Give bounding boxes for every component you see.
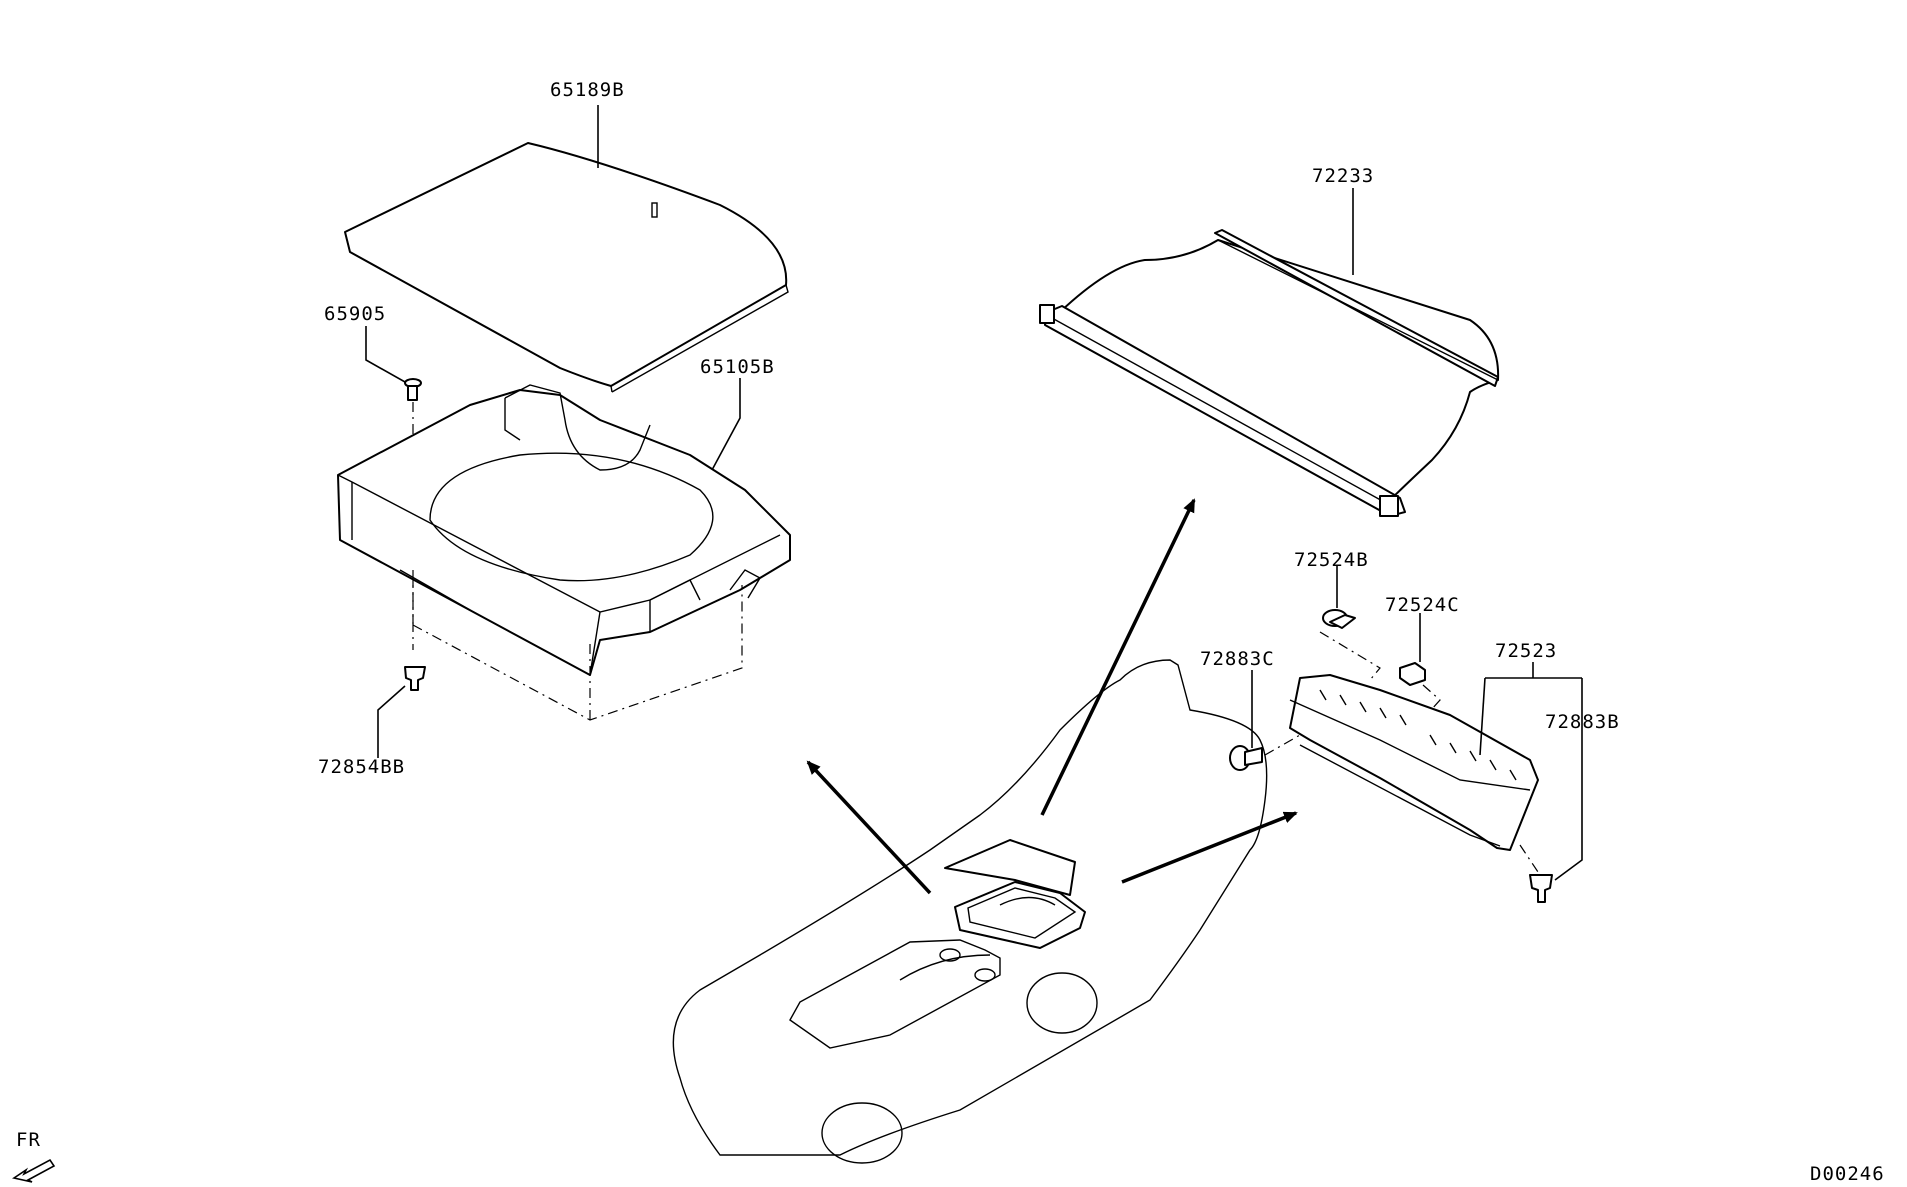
luggage-box[interactable]	[337, 384, 791, 676]
clip-65905[interactable]	[404, 378, 422, 401]
part-label-65905: 65905	[324, 303, 386, 325]
part-label-65189b: 65189B	[550, 79, 625, 101]
vehicle-outline	[672, 659, 1268, 1164]
front-direction-label: FR	[16, 1129, 41, 1151]
part-label-72524b: 72524B	[1294, 549, 1369, 571]
part-label-72524c: 72524C	[1385, 594, 1460, 616]
rear-scuff-plate[interactable]	[1289, 674, 1539, 851]
screw-72524b[interactable]	[1322, 609, 1356, 629]
part-label-72883c: 72883C	[1200, 648, 1275, 670]
scuff-plate-ribs	[1319, 689, 1517, 781]
front-direction-indicator: FR	[11, 1129, 56, 1183]
part-label-72233: 72233	[1312, 165, 1374, 187]
tonneau-cover[interactable]	[1039, 229, 1500, 517]
part-label-72883b: 72883B	[1545, 711, 1620, 733]
front-arrow-icon	[11, 1158, 56, 1183]
part-label-72523: 72523	[1495, 640, 1557, 662]
clip-72524c[interactable]	[1399, 662, 1426, 686]
clip-72883b[interactable]	[1529, 874, 1553, 903]
callout-arrows	[806, 498, 1298, 895]
luggage-floor-board[interactable]	[344, 142, 789, 393]
clip-72883c[interactable]	[1229, 745, 1263, 771]
diagram-code: D00246	[1810, 1163, 1885, 1185]
clip-72854bb[interactable]	[404, 666, 426, 691]
part-label-72854bb: 72854BB	[318, 756, 405, 778]
part-label-65105b: 65105B	[700, 356, 775, 378]
